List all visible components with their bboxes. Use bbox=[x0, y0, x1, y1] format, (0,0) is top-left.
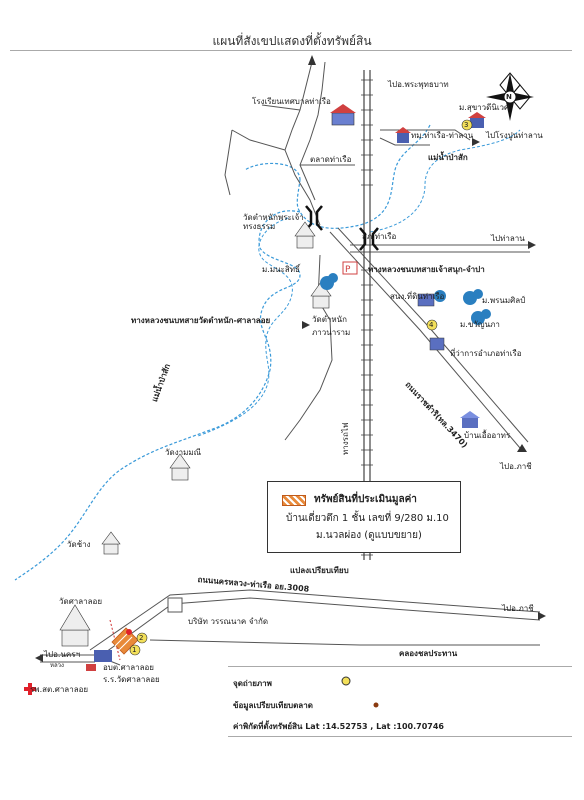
title-divider bbox=[10, 50, 572, 51]
label-school-sala: อบต.ศาลาลอย bbox=[103, 663, 154, 672]
north-label: N bbox=[506, 93, 512, 101]
label-m-nongsatit: ม.มนะสิทธิ์ bbox=[262, 265, 300, 274]
company-building-icon bbox=[167, 597, 183, 613]
temple-icon bbox=[101, 531, 121, 555]
label-wat-tamnak-nua: วัดตำหนัก bbox=[312, 315, 347, 324]
tree-icon bbox=[320, 273, 491, 325]
footer-coords: ค่าพิกัดที่ตั้งทรัพย์สิน Lat :14.52753 ,… bbox=[233, 722, 444, 731]
road-3008-a bbox=[89, 589, 541, 651]
label-tiny: หลวง bbox=[50, 662, 64, 669]
river-bank-1 bbox=[197, 217, 293, 437]
label-plaeng: แปลงเปรียบเทียบ bbox=[290, 566, 349, 575]
legend-dot-icon bbox=[373, 702, 379, 708]
label-wat-chang: วัดช้าง bbox=[67, 540, 91, 549]
label-highway-wat-tamnak: ทางหลวงชนบทสายวัดตำหนัก-ศาลาลอย bbox=[131, 316, 271, 325]
footer-photo-point: จุดถ่ายภาพ bbox=[233, 679, 272, 688]
legend-line-2: ม.นวลผ่อง (ดูแบบขยาย) bbox=[316, 530, 422, 541]
sukhawan-building-icon bbox=[468, 112, 486, 128]
label-wat-sala-loi-2: ร.ร.วัดศาลาลอย bbox=[103, 675, 160, 684]
temple-icon bbox=[59, 604, 91, 647]
marker-4-label: 4 bbox=[429, 321, 434, 329]
house-icon bbox=[460, 411, 480, 428]
river-east bbox=[369, 129, 521, 233]
label-to-nakhon: ไปอ.นครฯ bbox=[44, 650, 81, 659]
label-to-cement-plant: ไปโรงปูนท่าลาน bbox=[486, 131, 543, 140]
label-to-tha-lan: ไปท่าลาน bbox=[491, 234, 525, 243]
page-title: แผนที่สังเขปแสดงที่ตั้งทรัพย์สิน bbox=[212, 34, 372, 48]
label-school: โรงเรียนเทศบาลท่าเรือ bbox=[252, 97, 331, 106]
label-to-phra-phutthabat: ไปอ.พระพุทธบาท bbox=[388, 80, 449, 89]
label-market: ตลาดท่าเรือ bbox=[310, 155, 352, 164]
marker-circle-icon bbox=[129, 119, 473, 656]
hospital-icon bbox=[24, 683, 36, 695]
river-pasak-3 bbox=[244, 162, 301, 181]
road-north-1 bbox=[284, 61, 321, 226]
legend-title: ทรัพย์สินที่ประเมินมูลค่า bbox=[314, 494, 417, 505]
marker-3-label: 3 bbox=[464, 121, 469, 129]
label-to-phachi-1: ไปอ.ภาชี bbox=[500, 462, 532, 471]
road-left-2 bbox=[224, 129, 233, 196]
road-north-2 bbox=[299, 61, 326, 201]
label-canal: คลองชลประทาน bbox=[399, 649, 458, 658]
legend-property-swatch bbox=[282, 495, 306, 506]
label-m-sukhawan: ม.สุขาวดีนิเวศ bbox=[459, 103, 510, 112]
school-building-icon bbox=[330, 104, 356, 126]
label-wat-sala-loi: วัดศาลาลอย bbox=[59, 597, 103, 606]
legend-box: ทรัพย์สินที่ประเมินมูลค่า บ้านเดี่ยวตึก … bbox=[267, 481, 461, 553]
footer-divider-bottom bbox=[228, 736, 572, 737]
police-icon bbox=[342, 261, 358, 275]
road-east-top-2 bbox=[379, 137, 430, 146]
label-municipality: ทม.ท่าเรือ-ท่าลาน bbox=[411, 131, 474, 140]
arrow-icon bbox=[35, 55, 546, 662]
label-pasak-river: แม่น้ำป่าสัก bbox=[428, 153, 468, 162]
label-m-phornsamutr: ม.พรนมศิลป์ bbox=[482, 296, 526, 305]
marker-2-label: 2 bbox=[139, 634, 144, 642]
road-3008-b bbox=[94, 597, 541, 661]
label-parking: P bbox=[345, 265, 351, 275]
property-pin-icon bbox=[126, 629, 132, 635]
road-school bbox=[261, 104, 301, 111]
label-company: บริษัท วรรณนาค จำกัด bbox=[188, 617, 269, 626]
canal bbox=[149, 639, 540, 646]
river-pasak bbox=[14, 210, 301, 581]
label-post-office: สนง.ที่ดินท่าเรือ bbox=[390, 292, 445, 301]
railway-ties bbox=[361, 79, 373, 556]
legend-line-1: บ้านเดี่ยวตึก 1 ชั้น เลขที่ 9/280 ม.10 bbox=[286, 513, 449, 524]
legend-camera-icon bbox=[341, 676, 351, 686]
footer-divider bbox=[228, 666, 572, 667]
label-police: สภ.ท่าเรือ bbox=[362, 232, 397, 241]
label-wat-tamnak: วัดตำหนักพระเจ้าทรงธรรม bbox=[243, 213, 304, 231]
label-railway: ทางรถไฟ bbox=[341, 422, 350, 456]
office-building-icon bbox=[417, 293, 435, 307]
north-arrow-icon bbox=[486, 72, 534, 121]
municipality-building-icon bbox=[395, 127, 411, 143]
district-office-icon bbox=[429, 337, 445, 351]
footer-comparison: ข้อมูลเปรียบเทียบตลาด bbox=[233, 701, 313, 710]
label-wat-ngam-mani: วัดงามมณี bbox=[165, 448, 202, 457]
marker-1-label: 1 bbox=[132, 646, 137, 654]
label-ban-settakit: บ้านเอื้ออาทร bbox=[464, 431, 511, 440]
label-to-phachi-2: ไปอ.ภาชี bbox=[502, 604, 534, 613]
temple-icon bbox=[294, 221, 316, 249]
label-m-kanchana: ม.ขวัญนภา bbox=[460, 320, 500, 329]
road-left-1 bbox=[231, 129, 286, 151]
label-phatthanaram: ภาวนาราม bbox=[312, 328, 351, 337]
label-hospital: รพ.สต.ศาลาลอย bbox=[30, 685, 89, 694]
label-highway-chaosanuk: ทางหลวงชนบทสายเจ้าสนุก-จำปา bbox=[368, 265, 485, 274]
school-building-icon bbox=[94, 650, 112, 662]
flag-icon bbox=[86, 664, 96, 671]
label-district-office: ที่ว่าการอำเภอท่าเรือ bbox=[450, 349, 522, 358]
temple-icon bbox=[169, 453, 191, 481]
road-3470-a bbox=[329, 231, 521, 449]
